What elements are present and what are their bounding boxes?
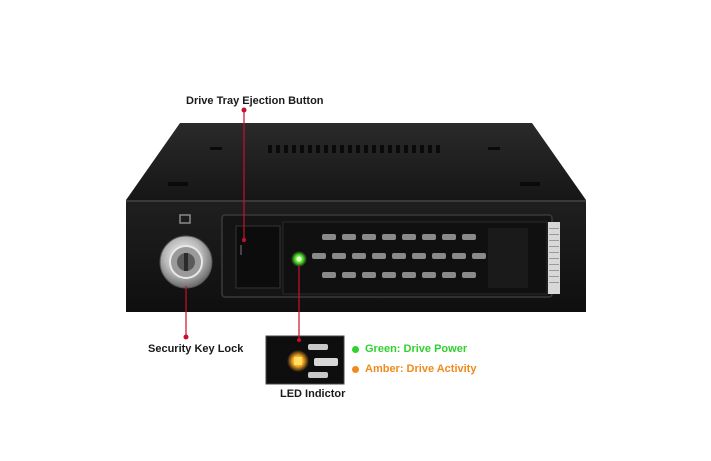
key-lock-callout: Security Key Lock — [148, 343, 244, 355]
amber-dot-icon — [352, 365, 359, 373]
legend-green: Green: Drive Power — [352, 343, 467, 355]
led-callout: LED Indictor — [280, 388, 346, 400]
security-key-lock — [159, 214, 213, 289]
green-dot-icon — [352, 345, 359, 353]
callout-lines — [183, 107, 301, 342]
legend-green-text: Green: Drive Power — [365, 343, 468, 355]
top-vent — [268, 145, 440, 153]
drive-tray — [221, 214, 560, 298]
chassis-top — [126, 123, 586, 200]
legend-amber-text: Amber: Drive Activity — [365, 363, 477, 375]
legend-amber: Amber: Drive Activity — [352, 363, 476, 375]
eject-button-callout: Drive Tray Ejection Button — [186, 95, 324, 107]
led-closeup-inset — [265, 335, 345, 385]
eject-button — [235, 225, 281, 289]
